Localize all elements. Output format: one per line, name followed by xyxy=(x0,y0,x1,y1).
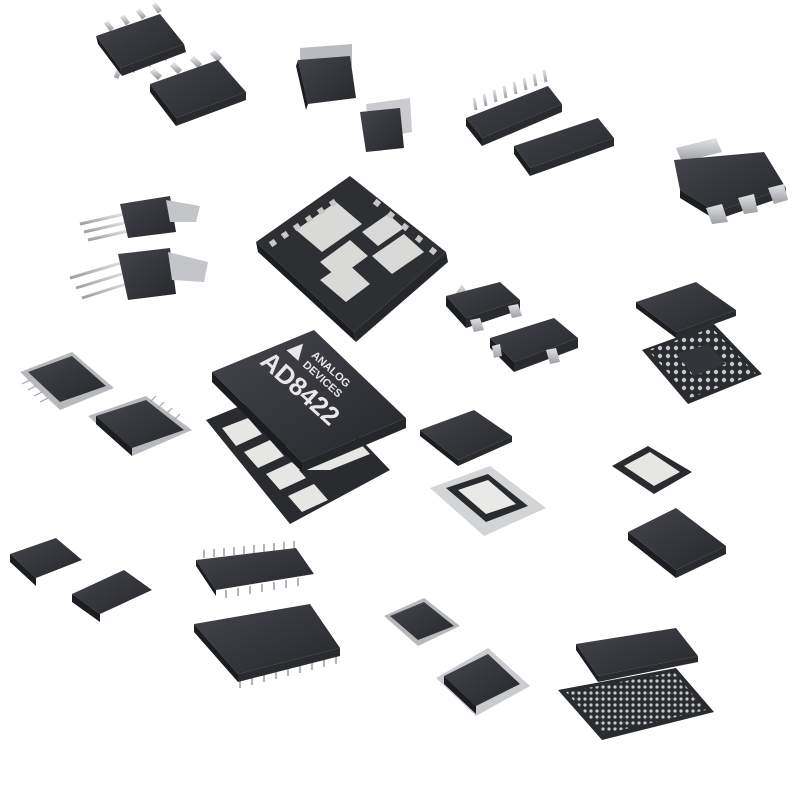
qfn-chip-lower-right xyxy=(628,508,726,578)
qfn-power-module xyxy=(256,176,448,342)
soic8-chip-bottom xyxy=(149,49,246,126)
qfn-small-bottom-view xyxy=(612,446,692,494)
sot223-chip xyxy=(674,138,788,224)
bga-chip-right xyxy=(642,324,762,404)
to220-chip-bottom xyxy=(69,248,208,300)
ssop-chip-bottom xyxy=(194,604,340,688)
ssop-chip-top xyxy=(196,541,314,598)
qfn-chip-center-top xyxy=(420,410,512,466)
lqfp-chip-bottom-left xyxy=(88,395,192,456)
dpak-chip-left xyxy=(296,44,356,122)
dip8-chip-top xyxy=(10,514,82,596)
qfn-chip-center-bottom-view xyxy=(430,466,546,536)
dip16-chip-top xyxy=(466,69,562,152)
lqfp-chip-top-left xyxy=(20,352,114,410)
qfp-small-chip xyxy=(384,598,460,646)
bga-chip-lower-top xyxy=(576,628,698,682)
bga-chip-lower-bottom xyxy=(558,668,714,740)
analog-devices-triangle-logo xyxy=(286,343,304,361)
sot23-chip-bottom xyxy=(490,318,578,372)
dip8-chip-bottom xyxy=(72,570,152,638)
featured-chip: ANALOG DEVICES AD8422 xyxy=(212,330,406,472)
to220-chip-top xyxy=(79,196,200,242)
soic8-chip-top xyxy=(96,2,186,79)
qfn-small-chip-right xyxy=(636,282,736,338)
dip16-chip-bottom xyxy=(514,118,614,186)
sot23-chip-top xyxy=(446,282,522,332)
plcc-chip xyxy=(436,648,530,716)
dpak-chip-right xyxy=(360,98,412,170)
